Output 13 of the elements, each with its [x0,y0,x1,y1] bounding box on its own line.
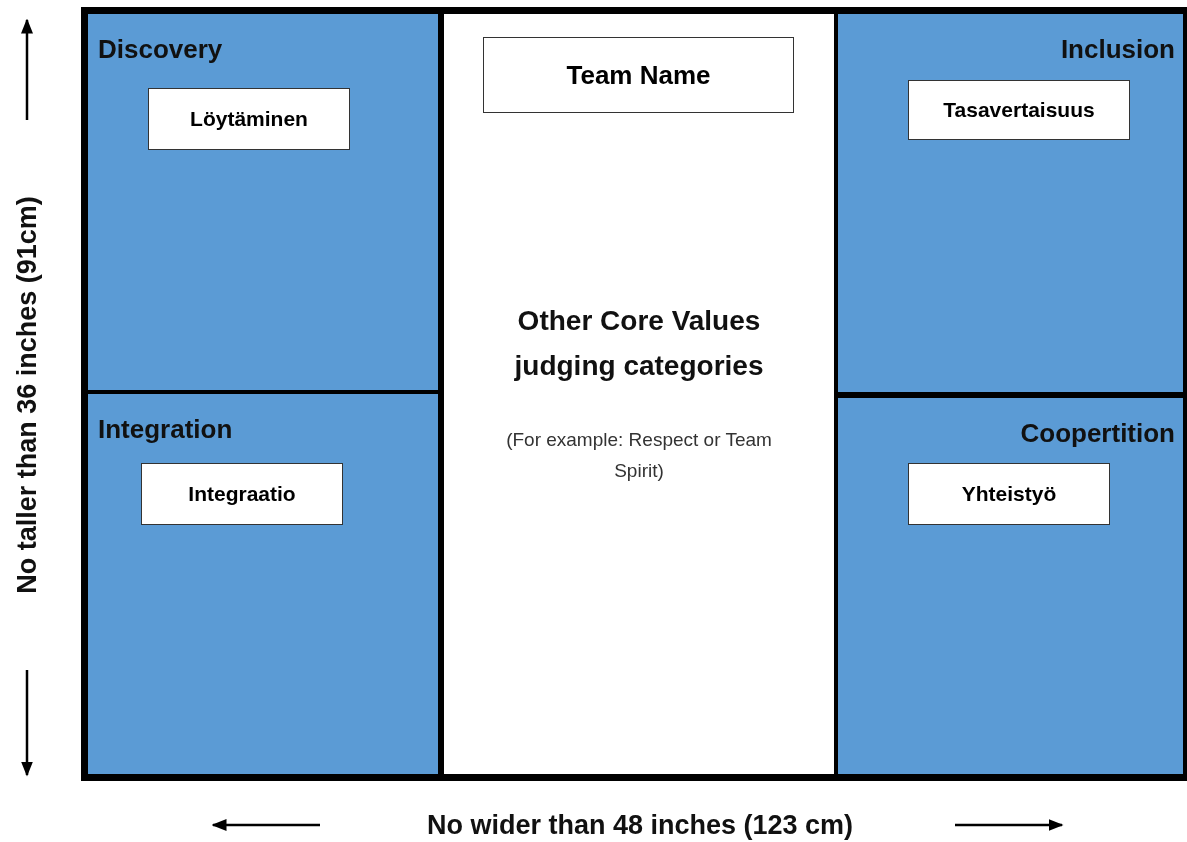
center-note: (For example: Respect or Team Spirit) [505,428,773,484]
value-box: Tasavertaisuus [908,80,1130,140]
value-box: Team Name [483,37,794,113]
category-heading: Discovery [98,34,223,65]
dimension-label: No wider than 48 inches (123 cm) [426,809,854,841]
category-heading: Coopertition [1020,418,1175,449]
category-heading: Integration [98,414,233,445]
value-box: Integraatio [141,463,343,525]
center-heading: Other Core Values judging categories [513,304,765,383]
category-heading: Inclusion [1060,34,1175,65]
value-box: Yhteistyö [908,463,1110,525]
value-box: Löytäminen [148,88,350,150]
dimension-label: No taller than 36 inches (91cm) [11,196,43,594]
